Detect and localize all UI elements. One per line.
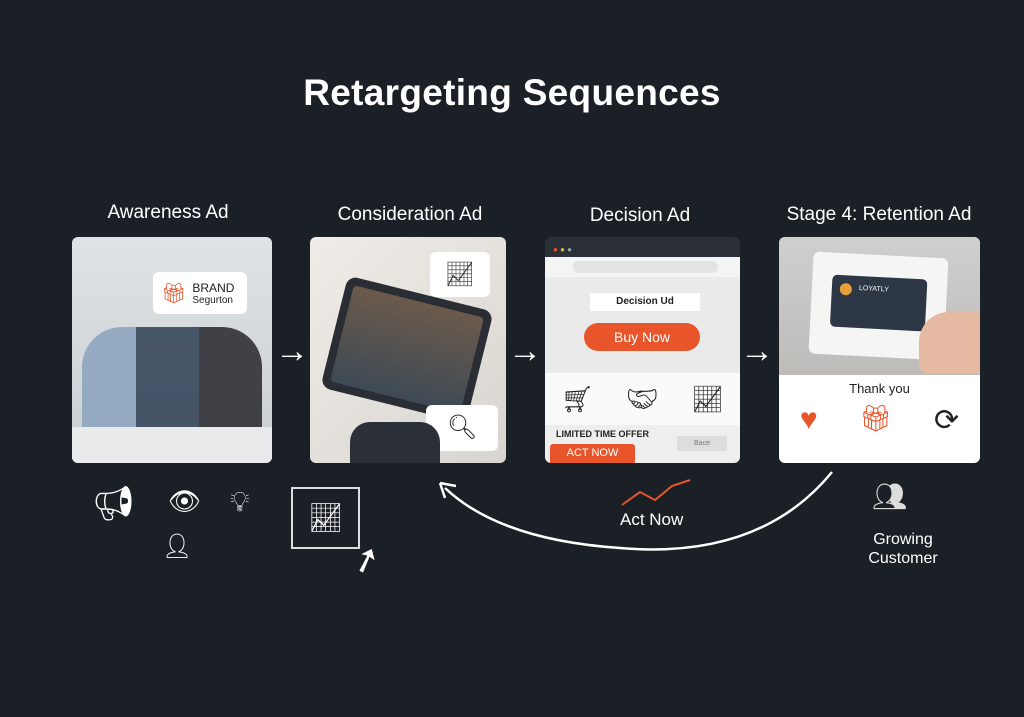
awareness-ad-card: 🎁︎ BRAND Segurton	[72, 237, 272, 463]
analytics-icon: 📈︎	[291, 487, 360, 549]
window-dots: ● ● ●	[553, 245, 572, 254]
bubble-sub: Segurton	[192, 294, 233, 306]
page-title: Retargeting Sequences	[303, 72, 721, 113]
trend-line-icon	[621, 479, 691, 506]
cart-icon: 🛒︎	[560, 383, 594, 414]
stage-label-consideration: Consideration Ad	[337, 204, 483, 225]
stage-label-awareness: Awareness Ad	[107, 202, 229, 223]
arrow-right-icon: →	[275, 332, 309, 370]
arrow-right-icon: →	[508, 332, 542, 370]
brand-bubble: 🎁︎ BRAND Segurton	[153, 272, 247, 314]
side-button[interactable]: Bace	[677, 436, 727, 451]
table	[72, 427, 272, 463]
browser-bar[interactable]	[545, 257, 740, 277]
chart-icon: 📈︎	[430, 252, 490, 297]
arrow-right-icon: →	[740, 332, 774, 370]
stage-label-retention: Stage 4: Retention Ad	[786, 204, 972, 225]
heart-icon: ♥	[799, 403, 818, 436]
ad-headline: Decision Ud	[590, 293, 700, 311]
lightbulb-icon: 💡︎	[230, 486, 250, 517]
stage-label-decision: Decision Ad	[589, 205, 691, 226]
gift-icon: 🎁︎	[161, 282, 187, 305]
hand	[919, 312, 980, 374]
gift-icon: 🎁︎	[859, 403, 893, 433]
retention-ad-card: LOYATLY Thank you ♥ 🎁︎ ⟳	[779, 237, 980, 463]
megaphone-icon: 📢︎	[92, 485, 136, 523]
decision-ad-card: ● ● ● Decision Ud Buy Now 🛒︎ 🤝︎ 📈︎ LIMITED…	[545, 237, 740, 463]
buy-now-button[interactable]: Buy Now	[584, 323, 700, 351]
act-now-button[interactable]: ACT NOW	[550, 444, 635, 463]
growing-customer-label: Growing Customer	[868, 531, 938, 567]
person-icon: 👤︎	[162, 533, 193, 560]
act-now-label: Act Now	[620, 510, 684, 529]
arm	[350, 422, 440, 463]
offer-text: LIMITED TIME OFFER	[556, 429, 649, 439]
handshake-icon: 🤝︎	[625, 383, 659, 414]
eye-icon: 👁︎	[168, 486, 202, 516]
refresh-icon: ⟳	[934, 404, 960, 437]
group-icon: 👥︎	[872, 481, 908, 512]
thank-you-text: Thank you	[849, 381, 910, 396]
consideration-ad-card: 📈︎ 🔍︎	[310, 237, 506, 463]
bubble-brand: BRAND	[192, 280, 235, 295]
growth-chart-icon: 📈︎	[690, 383, 724, 414]
